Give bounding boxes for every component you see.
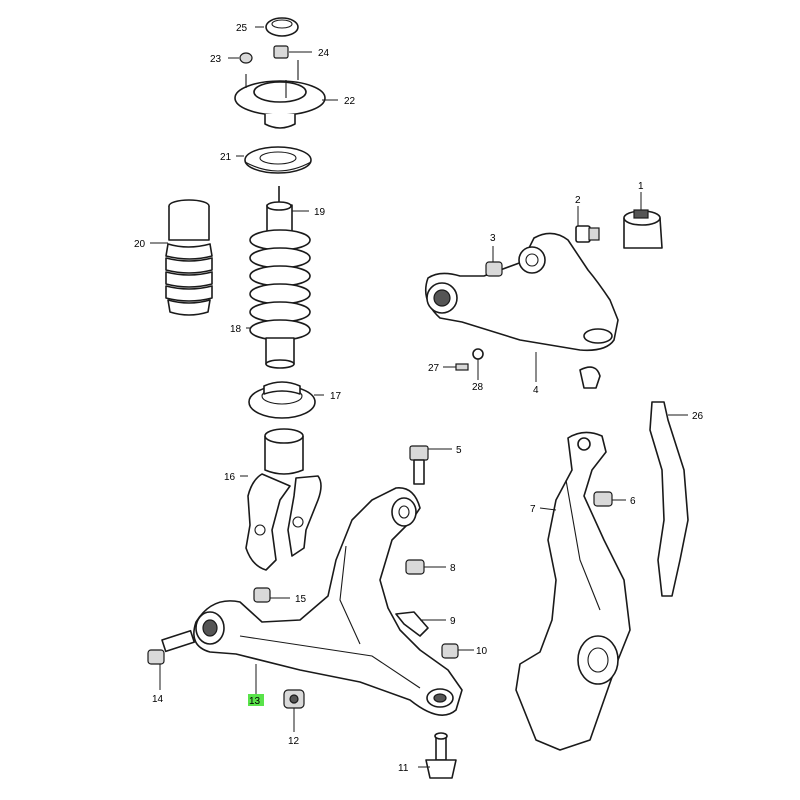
part-5-bolt[interactable] xyxy=(409,445,429,485)
leader-lines xyxy=(150,26,688,768)
part-24-nut[interactable] xyxy=(273,45,289,59)
callout-22: 22 xyxy=(344,96,356,107)
callout-25: 25 xyxy=(236,23,248,34)
callout-20: 20 xyxy=(134,239,146,250)
callout-17: 17 xyxy=(330,391,342,402)
callout-27: 27 xyxy=(428,363,440,374)
part-22-top-mount[interactable] xyxy=(234,60,326,129)
callout-18: 18 xyxy=(230,324,242,335)
callout-19: 19 xyxy=(314,207,326,218)
callout-labels: 25 23 24 22 21 19 20 18 17 16 1 2 3 4 27… xyxy=(134,23,704,774)
part-9-sensor[interactable] xyxy=(395,611,429,637)
part-21-bearing[interactable] xyxy=(244,146,312,174)
callout-28: 28 xyxy=(472,382,484,393)
part-12-nut[interactable] xyxy=(283,689,305,709)
part-3-nut[interactable] xyxy=(485,261,503,277)
callout-14: 14 xyxy=(152,694,164,705)
part-1-bushing[interactable] xyxy=(623,209,663,249)
part-18-coil-spring[interactable] xyxy=(249,229,311,369)
part-8-nut[interactable] xyxy=(405,559,425,575)
callout-15: 15 xyxy=(295,594,307,605)
part-7-knuckle[interactable] xyxy=(515,431,631,751)
part-2-bolt[interactable] xyxy=(575,225,600,243)
callout-11: 11 xyxy=(398,763,409,774)
part-17-spring-seat[interactable] xyxy=(248,381,316,419)
callout-13-highlight xyxy=(248,694,264,706)
part-6-nut[interactable] xyxy=(593,491,613,507)
callout-4: 4 xyxy=(533,385,539,396)
callout-6: 6 xyxy=(630,496,636,507)
part-26-shield[interactable] xyxy=(649,401,689,597)
callout-21: 21 xyxy=(220,152,232,163)
callout-26: 26 xyxy=(692,411,704,422)
callout-8: 8 xyxy=(450,563,456,574)
callout-23: 23 xyxy=(210,54,222,65)
part-20-dust-boot[interactable] xyxy=(165,199,213,316)
callout-7: 7 xyxy=(530,504,536,515)
part-27-bolt[interactable] xyxy=(455,363,469,371)
part-28-washer[interactable] xyxy=(472,348,484,360)
part-10-nut[interactable] xyxy=(441,643,459,659)
callout-2: 2 xyxy=(575,195,581,206)
callout-12: 12 xyxy=(288,736,300,747)
part-23-nut[interactable] xyxy=(239,52,253,64)
part-14-bolt[interactable] xyxy=(147,629,196,665)
callout-3: 3 xyxy=(490,233,496,244)
callout-9: 9 xyxy=(450,616,456,627)
callout-16: 16 xyxy=(224,472,236,483)
callout-1: 1 xyxy=(638,181,644,192)
callout-10: 10 xyxy=(476,646,488,657)
callout-5: 5 xyxy=(456,445,462,456)
part-15-nut[interactable] xyxy=(253,587,271,603)
part-25-cap[interactable] xyxy=(265,17,299,37)
part-16-strut-fork[interactable] xyxy=(245,428,322,571)
callout-24: 24 xyxy=(318,48,330,59)
callout-13: 13 xyxy=(249,696,261,707)
part-4-upper-arm[interactable] xyxy=(424,232,619,389)
part-11-ball-joint[interactable] xyxy=(425,732,457,779)
part-13-lower-arm[interactable] xyxy=(193,487,463,716)
